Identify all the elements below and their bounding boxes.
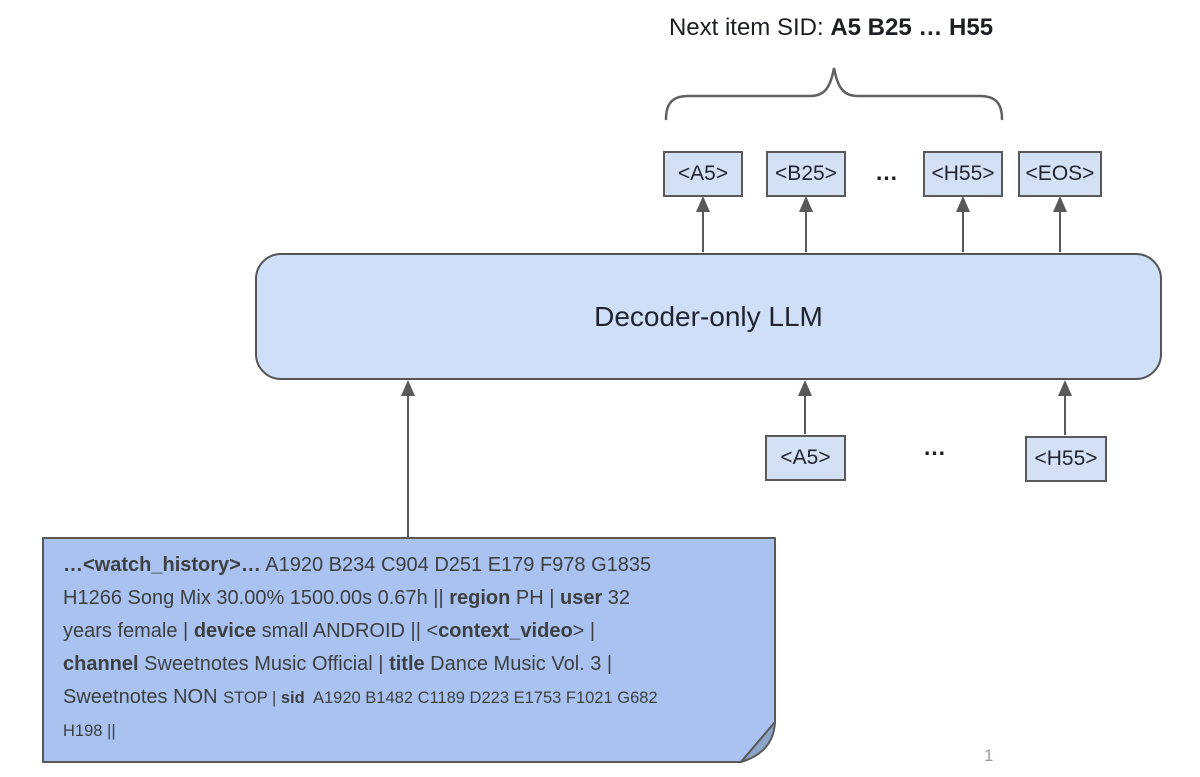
region-label: region: [449, 587, 511, 609]
input-tokens-ellipsis: …: [923, 433, 947, 460]
note-line-5-text: Sweetnotes NON: [63, 686, 224, 708]
note-line-4: channel Sweetnotes Music Official | titl…: [63, 648, 763, 681]
channel-label: channel: [63, 653, 139, 675]
input-token-a5: <A5>: [765, 435, 846, 481]
input-token-h55: <H55>: [1025, 436, 1107, 482]
input-arrow-a5: [798, 380, 812, 434]
watch-history-tag: …<watch_history>…: [63, 554, 261, 576]
output-arrow-h55: [956, 196, 970, 252]
note-line-6: H198 ||: [63, 722, 116, 740]
output-arrow-b25: [799, 196, 813, 252]
user-value: 32: [602, 587, 631, 609]
note-line-5-small: STOP |: [223, 689, 281, 707]
title-label: title: [389, 653, 425, 675]
note-to-llm-arrow: [401, 380, 415, 537]
output-token-a5: <A5>: [663, 151, 743, 197]
prompt-note-shape: [42, 537, 776, 763]
context-video-tag: context_video: [438, 620, 573, 642]
device-value: small ANDROID || <: [256, 620, 439, 642]
title-next-item-sids: A5 B25 … H55: [830, 14, 994, 41]
diagram-title: Next item SID: A5 B25 … H55: [631, 11, 1031, 45]
user-label: user: [560, 587, 603, 609]
output-token-h55: <H55>: [923, 151, 1003, 197]
note-line-2-text: H1266 Song Mix 30.00% 1500.00s 0.67h ||: [63, 587, 450, 609]
output-tokens-ellipsis: …: [875, 158, 899, 185]
note-line-3: years female | device small ANDROID || <…: [63, 615, 763, 648]
decoder-llm-label: Decoder-only LLM: [594, 300, 823, 332]
output-token-eos: <EOS>: [1018, 151, 1102, 197]
watch-history-sids: A1920 B234 C904 D251 E179 F978 G1835: [260, 554, 652, 576]
title-prefix: Next item SID:: [668, 14, 831, 41]
output-token-b25: <B25>: [766, 151, 846, 197]
note-line-5: Sweetnotes NON STOP | sid A1920 B1482 C1…: [63, 681, 763, 715]
prompt-note-text: …<watch_history>… A1920 B234 C904 D251 E…: [63, 549, 763, 748]
output-arrow-a5: [696, 196, 710, 252]
page-number: 1: [984, 746, 994, 765]
sid-label: sid: [280, 689, 305, 707]
region-value: PH |: [510, 587, 560, 609]
note-line-3-end: > |: [572, 620, 596, 642]
channel-value: Sweetnotes Music Official |: [138, 653, 390, 675]
input-arrow-h55: [1058, 380, 1072, 435]
note-line-2: H1266 Song Mix 30.00% 1500.00s 0.67h || …: [63, 582, 763, 615]
title-value: Dance Music Vol. 3 |: [424, 653, 613, 675]
note-line-3-text: years female |: [63, 620, 194, 642]
device-label: device: [193, 620, 257, 642]
decoder-llm-box: Decoder-only LLM: [255, 253, 1162, 380]
curly-brace: [664, 67, 1004, 121]
note-line-1: …<watch_history>… A1920 B234 C904 D251 E…: [63, 549, 763, 582]
output-arrow-eos: [1053, 196, 1067, 252]
sid-values: A1920 B1482 C1189 D223 E1753 F1021 G682: [304, 689, 658, 707]
note-fold-corner: [740, 721, 776, 763]
